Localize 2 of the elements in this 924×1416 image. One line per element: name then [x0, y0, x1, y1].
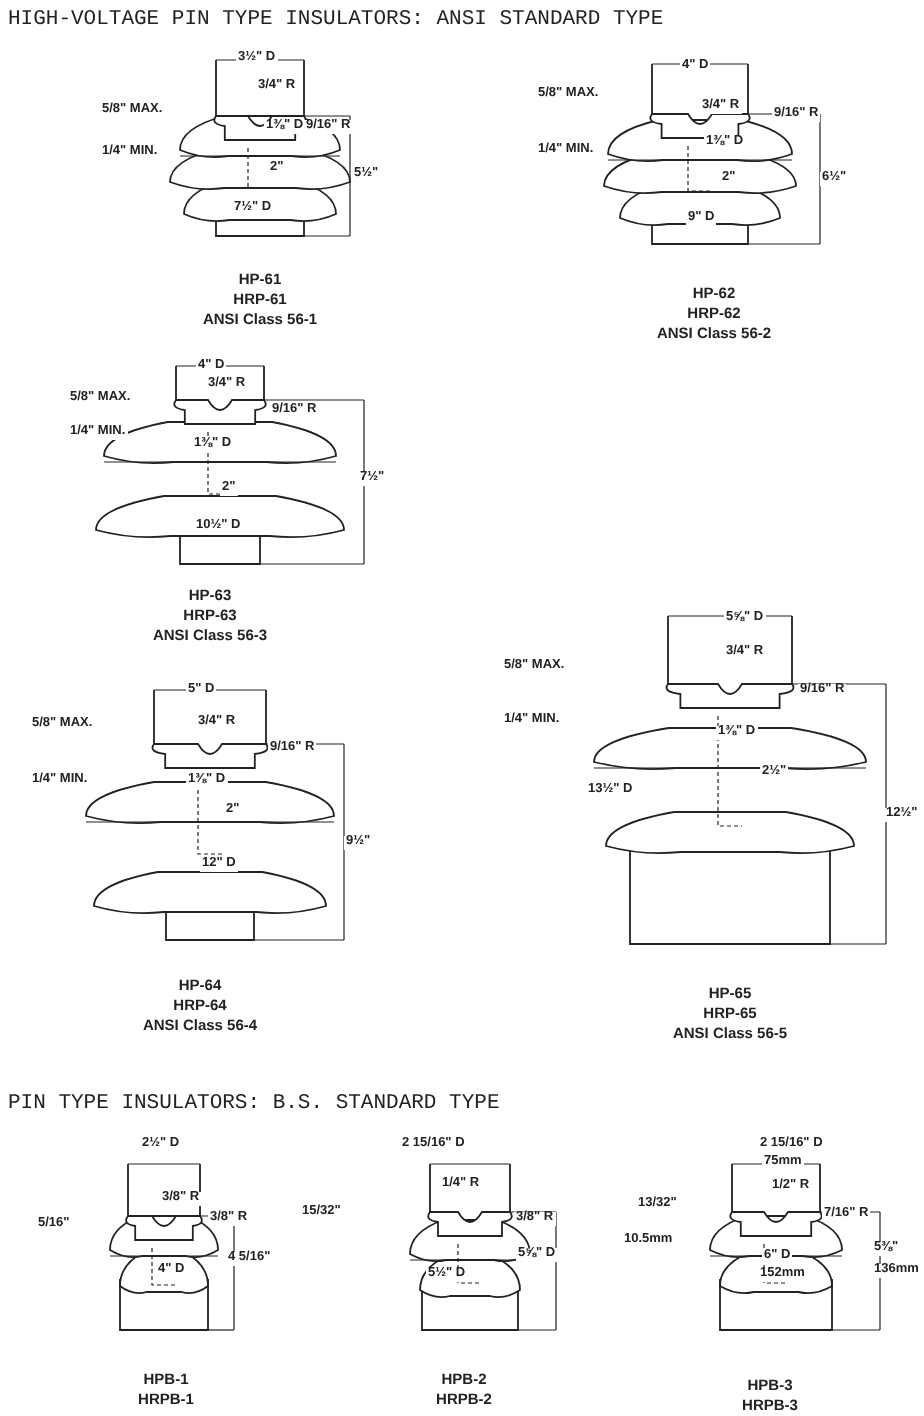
diagram-title: HIGH-VOLTAGE PIN TYPE INSULATORS: ANSI STANDARD TYPE	[8, 8, 664, 32]
section-heading: PIN TYPE INSULATORS: B.S. STANDARD TYPE	[8, 1092, 500, 1116]
